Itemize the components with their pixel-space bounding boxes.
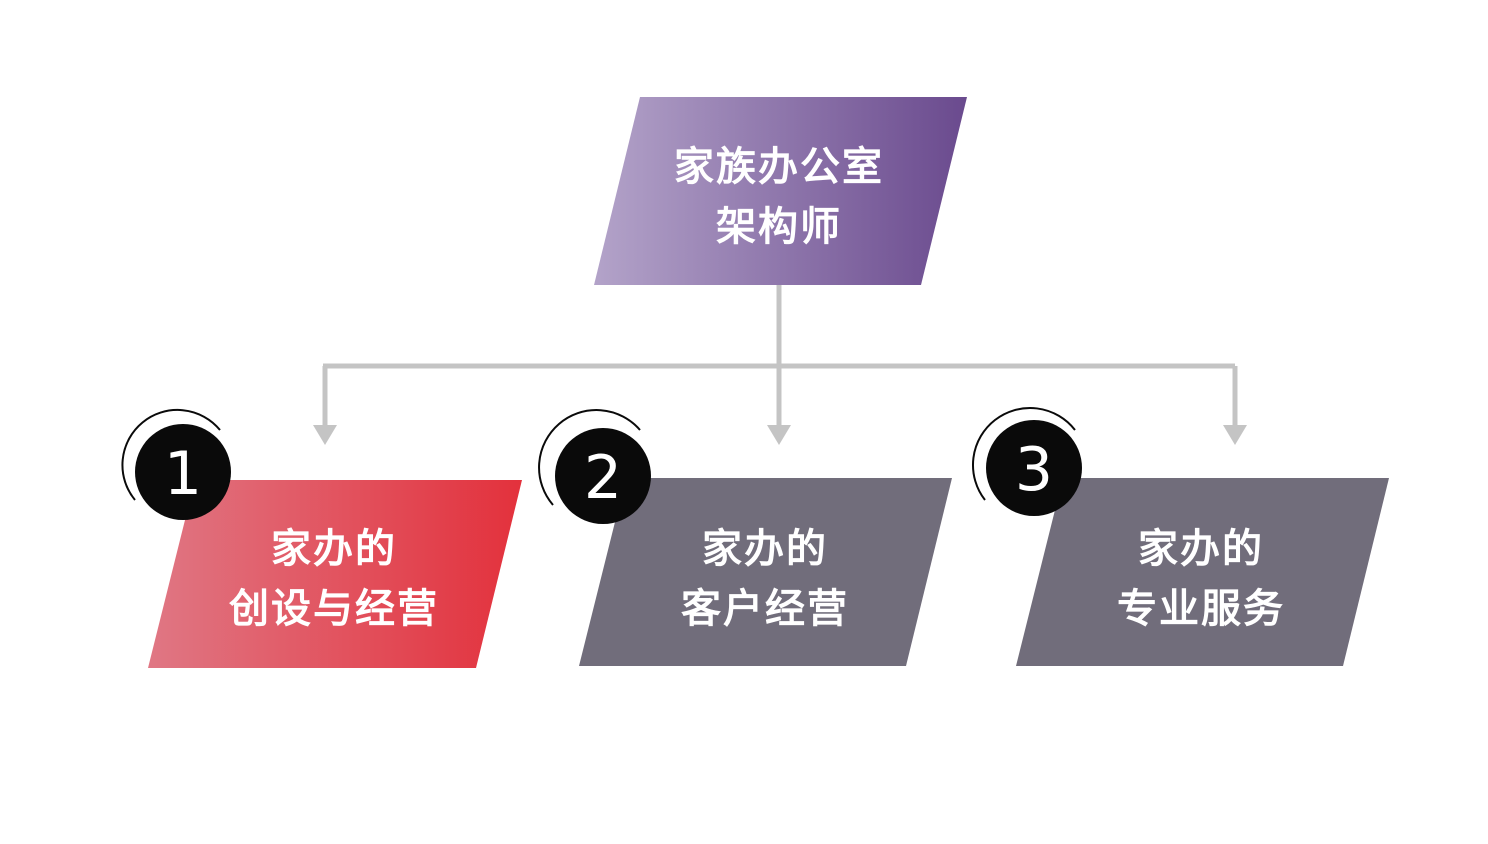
child-node-1-line-2: 创设与经营 [229, 586, 439, 632]
child-node-1-line-1: 家办的 [271, 526, 397, 572]
root-node-line-2: 架构师 [716, 204, 842, 250]
arrowhead-3 [1223, 425, 1247, 445]
child-node-1: 家办的 创设与经营 1 [121, 408, 522, 668]
root-node-line-1: 家族办公室 [674, 144, 884, 190]
badge-3-number: 3 [1015, 435, 1053, 505]
connectors [322, 285, 1238, 428]
arrowheads [313, 425, 1247, 445]
child-node-3-line-1: 家办的 [1138, 526, 1264, 572]
arrowhead-1 [313, 425, 337, 445]
child-node-1-shape [148, 480, 522, 668]
child-node-2-line-1: 家办的 [702, 526, 828, 572]
child-node-3-line-2: 专业服务 [1117, 586, 1285, 632]
child-node-2-shape [579, 478, 952, 666]
child-node-3: 家办的 专业服务 3 [971, 407, 1389, 666]
root-node: 家族办公室 架构师 [594, 97, 967, 285]
badge-3 [986, 420, 1082, 516]
badge-3-ring [971, 407, 1076, 501]
child-node-2: 家办的 客户经营 2 [538, 409, 952, 666]
badge-2-ring [538, 409, 641, 506]
badge-1-ring [121, 408, 221, 501]
badge-1 [135, 424, 231, 520]
badge-2-number: 2 [584, 443, 622, 513]
badge-2 [555, 428, 651, 524]
child-node-3-shape [1016, 478, 1389, 666]
root-node-shape [594, 97, 967, 285]
arrowhead-2 [767, 425, 791, 445]
child-node-2-line-2: 客户经营 [681, 586, 849, 632]
badge-1-number: 1 [164, 439, 202, 509]
